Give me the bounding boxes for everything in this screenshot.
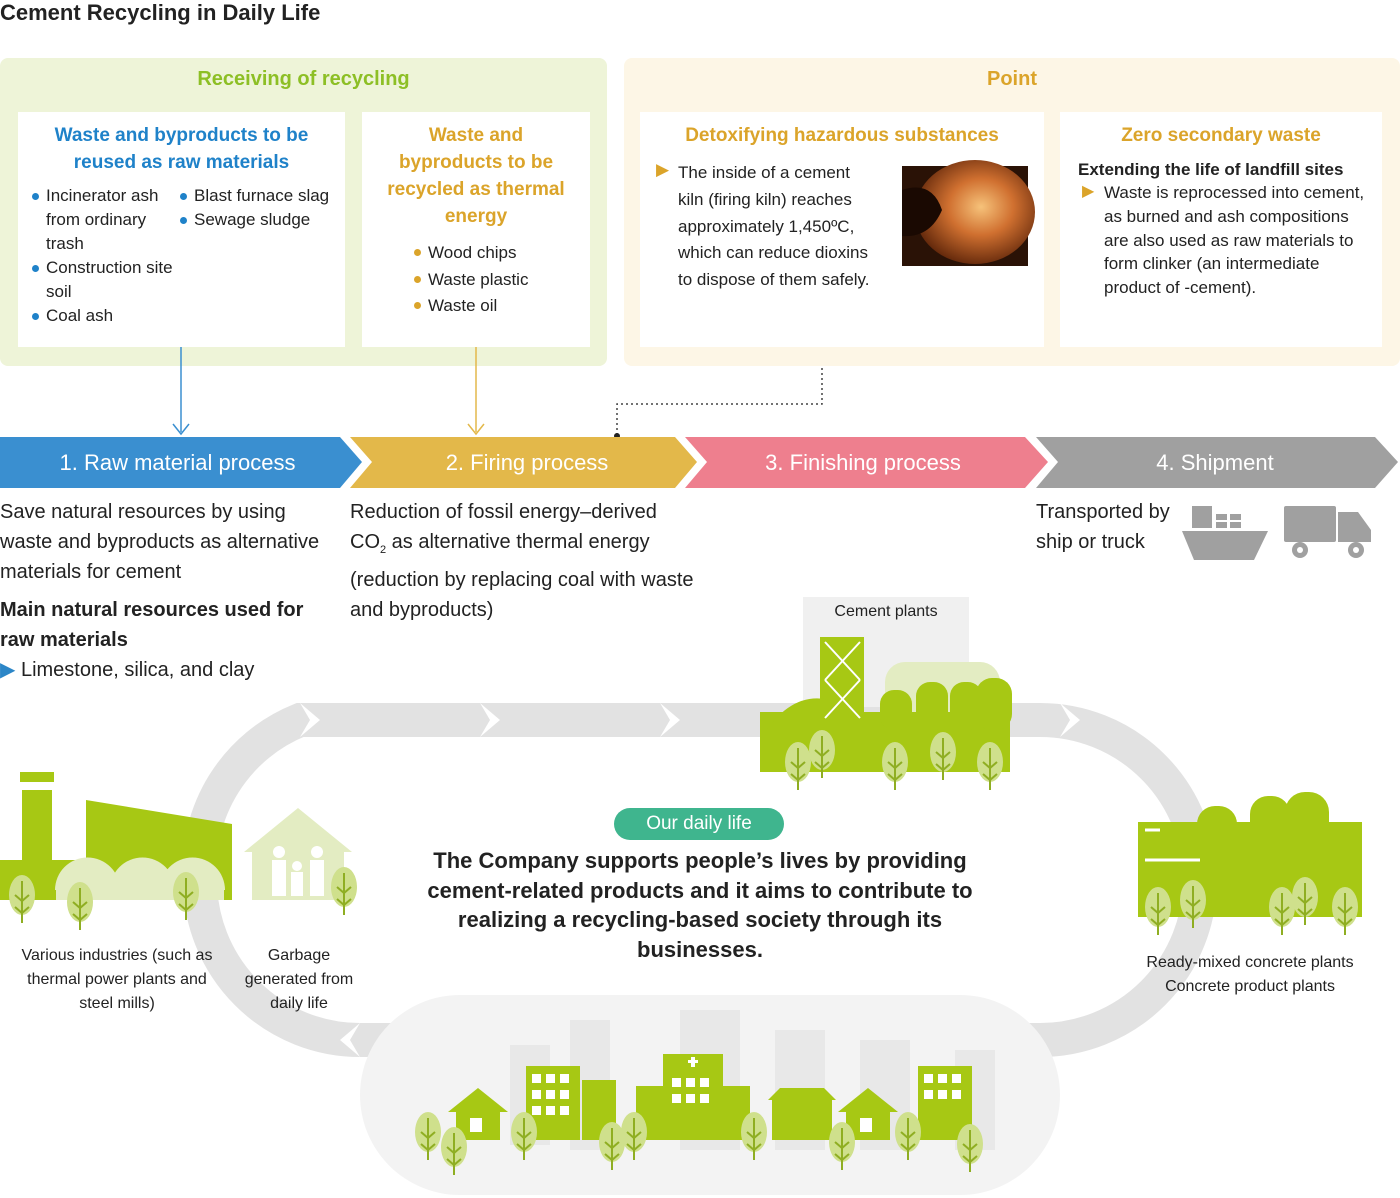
tree-icon: [67, 882, 93, 930]
tree-icons: [9, 730, 1358, 1175]
list-item: Waste plastic: [414, 267, 584, 294]
zero-waste-subtitle: Extending the life of landfill sites: [1078, 160, 1344, 179]
step2-desc-sub: 2: [380, 544, 387, 556]
step-raw-material: 1. Raw material process: [59, 450, 296, 475]
step1-chevron: [0, 437, 362, 488]
tree-icon: [1145, 887, 1171, 935]
tree-icon: [785, 742, 811, 790]
resources-line: ▶ Limestone, silica, and clay: [0, 655, 340, 685]
step2-desc-suffix: as alternative thermal energy (reduction…: [350, 531, 694, 621]
tree-icon: [930, 732, 956, 780]
triangle-bullet-icon: ▶: [0, 659, 16, 681]
triangle-bullet-icon: ▶: [1082, 183, 1095, 200]
concrete-label-2: Concrete product plants: [1165, 978, 1335, 995]
tree-icon: [173, 872, 199, 920]
tree-icon: [977, 742, 1003, 790]
list-item: Coal ash: [32, 304, 182, 328]
list-item: Incinerator ash from ordinary trash: [32, 184, 182, 256]
tree-icon: [809, 730, 835, 778]
step2-desc: Reduction of fossil energy–derived CO2 a…: [350, 497, 695, 625]
detox-title: Detoxifying hazardous substances: [685, 125, 999, 146]
step2-desc-prefix: Reduction of fossil energy–derived CO: [350, 501, 657, 553]
zero-waste-title: Zero secondary waste: [1121, 125, 1321, 146]
concrete-label: Ready-mixed concrete plants: [1146, 954, 1354, 971]
tree-icon: [511, 1112, 537, 1160]
step3-chevron: [685, 437, 1048, 488]
city-illustration: [448, 1010, 995, 1150]
resources-text: Limestone, silica, and clay: [20, 659, 255, 681]
kiln-photo: [902, 160, 1035, 266]
concrete-plant-illustration: [1138, 792, 1362, 917]
list-item: Blast furnace slag: [180, 184, 340, 208]
tree-icon: [957, 1124, 983, 1172]
center-statement: The Company supports people’s lives by p…: [427, 848, 973, 962]
step-finishing: 3. Finishing process: [765, 450, 961, 475]
daily-life-badge: Our daily life: [614, 808, 784, 840]
house-illustration: [244, 808, 352, 900]
point-connector: [616, 368, 823, 436]
thermal-box: [362, 112, 590, 347]
step2-chevron: [350, 437, 697, 488]
tree-icon: [9, 875, 35, 923]
tree-icon: [741, 1112, 767, 1160]
list-item: Waste oil: [414, 293, 584, 320]
industries-label: Various industries (such as thermal powe…: [21, 947, 213, 1012]
thermal-list: Wood chips Waste plastic Waste oil: [414, 240, 584, 320]
tree-icon: [1332, 887, 1358, 935]
truck-icon: [1284, 506, 1371, 558]
tree-icon: [882, 742, 908, 790]
detox-text: The inside of a cement kiln (firing kiln…: [678, 163, 870, 290]
tree-icon: [599, 1122, 625, 1170]
tree-icon: [331, 867, 357, 915]
point-heading: Point: [987, 68, 1037, 90]
list-item: Construction site soil: [32, 256, 182, 304]
tree-icon: [895, 1112, 921, 1160]
raw-list-col1: Incinerator ash from ordinary trash Cons…: [32, 184, 182, 328]
raw-box-title: Waste and byproducts to be reused as raw…: [54, 125, 309, 173]
step4-chevron: [1036, 437, 1398, 488]
page-title: Cement Recycling in Daily Life: [0, 0, 321, 25]
tree-icon: [1180, 880, 1206, 928]
step-shipment: 4. Shipment: [1156, 450, 1274, 475]
step4-desc: Transported by ship or truck: [1036, 501, 1170, 553]
resources-heading: Main natural resources used for raw mate…: [0, 599, 304, 651]
tree-icon: [441, 1127, 467, 1175]
list-item: Wood chips: [414, 240, 584, 267]
ship-icon: [1182, 506, 1268, 560]
tree-icon: [621, 1112, 647, 1160]
thermal-box-title: Waste and byproducts to be recycled as t…: [387, 125, 565, 227]
zero-waste-text: Waste is reprocessed into cement, as bur…: [1104, 183, 1365, 298]
step1-desc: Save natural resources by using waste an…: [0, 501, 320, 583]
step-firing: 2. Firing process: [445, 450, 609, 475]
garbage-label: Garbage generated from daily life: [244, 947, 354, 1012]
receiving-heading: Receiving of recycling: [197, 68, 410, 90]
raw-list-col2: Blast furnace slag Sewage sludge: [180, 184, 340, 232]
raw-box: [18, 112, 345, 347]
cement-plants-label: Cement plants: [834, 603, 938, 620]
list-item: Sewage sludge: [180, 208, 340, 232]
industries-illustration: [0, 772, 232, 900]
triangle-bullet-icon: ▶: [656, 160, 670, 179]
zero-waste-box: [1060, 112, 1382, 347]
tree-icon: [1269, 887, 1295, 935]
tree-icon: [415, 1112, 441, 1160]
cement-plant-illustration: [760, 597, 1012, 772]
tree-icon: [1292, 877, 1318, 925]
tree-icon: [829, 1122, 855, 1170]
